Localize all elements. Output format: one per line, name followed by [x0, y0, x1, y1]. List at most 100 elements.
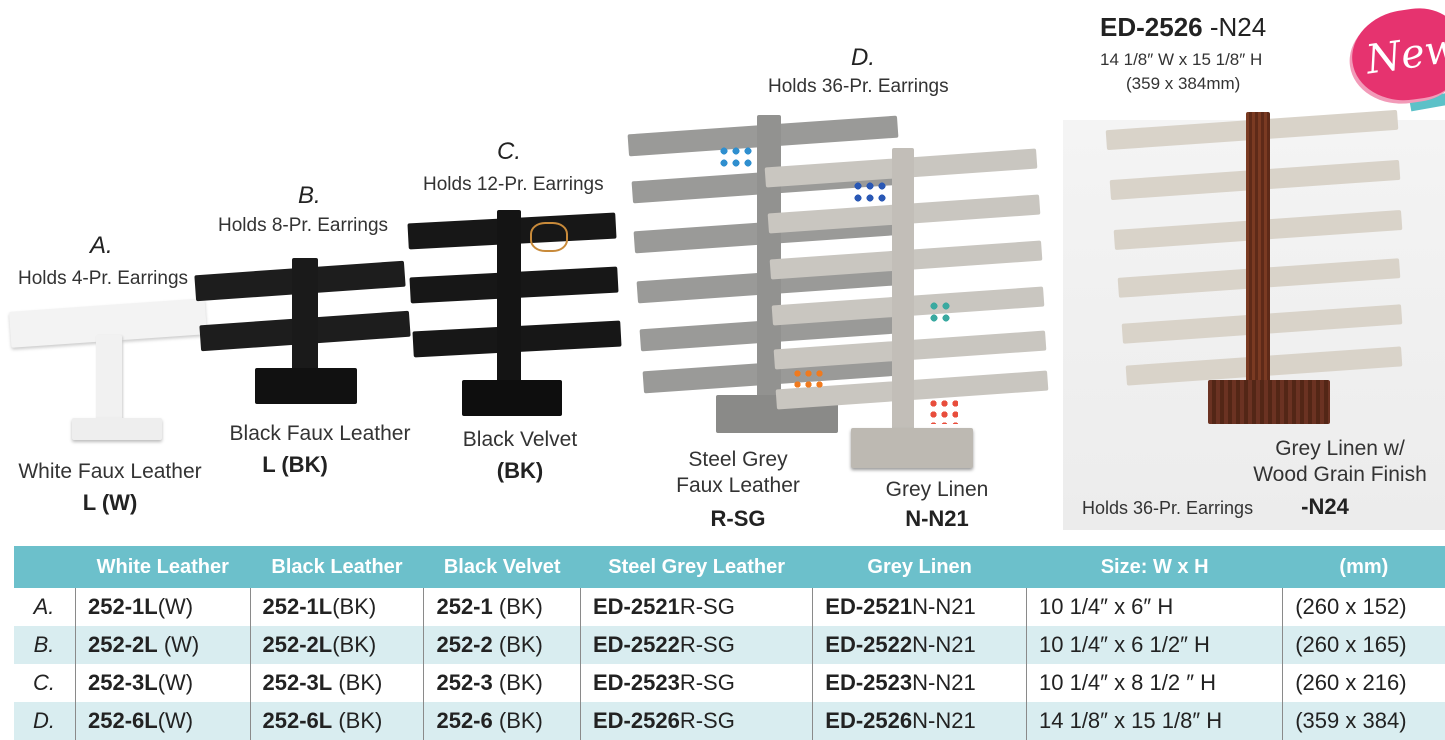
display-b-holds: Holds 8-Pr. Earrings — [218, 215, 389, 236]
cell-white-leather: 252-2L (W) — [75, 626, 251, 664]
display-b-finish: Black Faux Leather — [229, 422, 411, 445]
display-d-finish-gl: Grey Linen — [885, 478, 989, 501]
cell-mm: (359 x 384) — [1282, 702, 1445, 740]
ed-suffix: -N24 — [1202, 12, 1267, 42]
display-a-base — [72, 418, 162, 440]
display-a-holds: Holds 4-Pr. Earrings — [18, 268, 189, 289]
row-label: C. — [14, 664, 76, 702]
cell-code: 252-1L — [262, 594, 333, 619]
table-header: White Leather — [75, 546, 250, 588]
ed-base — [1208, 380, 1330, 424]
table-header: Steel Grey Leather — [580, 546, 813, 588]
cell-grey-linen: ED-2523N-N21 — [812, 664, 1027, 702]
cell-code: ED-2526 — [592, 708, 680, 733]
earring-icon — [792, 368, 824, 390]
cell-black-velvet: 252-1 (BK) — [423, 588, 581, 626]
ed-model: ED-2526 — [1100, 12, 1203, 42]
display-d-letter: D. — [851, 44, 875, 71]
cell-code: 252-6L — [88, 708, 158, 733]
display-c-post — [497, 210, 521, 390]
display-d-finish-sg-1: Steel Grey — [688, 448, 788, 471]
cell-steel-grey: ED-2523R-SG — [580, 664, 814, 702]
table-header: (mm) — [1282, 546, 1445, 588]
cell-code: 252-2L — [262, 632, 333, 657]
cell-code: ED-2522 — [825, 632, 913, 657]
cell-size: 14 1/8″ x 15 1/8″ H — [1026, 702, 1284, 740]
display-c-code: (BK) — [496, 458, 544, 483]
cell-size: 10 1/4″ x 6″ H — [1026, 588, 1284, 626]
cell-size: 10 1/4″ x 6 1/2″ H — [1026, 626, 1284, 664]
display-d-finish-sg-2: Faux Leather — [676, 474, 800, 497]
row-label: A. — [14, 588, 76, 626]
row-label: D. — [14, 702, 76, 740]
spec-table: White Leather Black Leather Black Velvet… — [14, 546, 1445, 740]
cell-suffix: R-SG — [679, 632, 735, 657]
table-header-row: White Leather Black Leather Black Velvet… — [14, 546, 1445, 588]
cell-mm: (260 x 216) — [1282, 664, 1445, 702]
cell-suffix: (W) — [157, 632, 200, 657]
cell-mm: (260 x 152) — [1282, 588, 1445, 626]
cell-black-velvet: 252-2 (BK) — [423, 626, 581, 664]
cell-code: ED-2521 — [825, 594, 913, 619]
cell-suffix: N-N21 — [912, 670, 976, 695]
cell-code: ED-2526 — [825, 708, 913, 733]
product-photo-area: New — [8, 2, 1445, 530]
display-b-post — [292, 258, 318, 378]
cell-code: ED-2523 — [592, 670, 680, 695]
cell-suffix: N-N21 — [912, 632, 976, 657]
display-c-finish: Black Velvet — [462, 428, 578, 451]
display-b-letter: B. — [298, 182, 321, 209]
table-row: A. 252-1L(W) 252-1L(BK) 252-1 (BK) ED-25… — [14, 588, 1445, 626]
cell-suffix: R-SG — [679, 670, 735, 695]
cell-mm: (260 x 165) — [1282, 626, 1445, 664]
row-label: B. — [14, 626, 76, 664]
earring-icon — [718, 145, 754, 171]
cell-steel-grey: ED-2526R-SG — [580, 702, 814, 740]
display-c-base — [462, 380, 562, 416]
cell-code: ED-2523 — [825, 670, 913, 695]
cell-code: 252-6L — [262, 708, 333, 733]
cell-suffix: (W) — [157, 708, 194, 733]
cell-code: 252-2 — [436, 632, 493, 657]
table-header: Size: W x H — [1026, 546, 1283, 588]
cell-suffix: (BK) — [332, 594, 377, 619]
table-header: Black Velvet — [423, 546, 581, 588]
cell-code: 252-3L — [88, 670, 158, 695]
new-badge: New — [1346, 2, 1445, 108]
cell-grey-linen: ED-2526N-N21 — [812, 702, 1027, 740]
table-row: D. 252-6L(W) 252-6L (BK) 252-6 (BK) ED-2… — [14, 702, 1445, 740]
ed-post — [1246, 112, 1270, 392]
earring-icon — [852, 180, 888, 206]
cell-code: 252-6 — [436, 708, 493, 733]
cell-suffix: (BK) — [332, 670, 383, 695]
cell-white-leather: 252-1L(W) — [75, 588, 251, 626]
ed-code: -N24 — [1301, 494, 1349, 519]
display-a-code: L (W) — [82, 490, 138, 515]
display-a-finish: White Faux Leather — [18, 460, 202, 483]
ed-finish-2: Wood Grain Finish — [1253, 463, 1427, 486]
cell-suffix: (W) — [157, 670, 194, 695]
cell-suffix: (BK) — [492, 632, 543, 657]
display-c-holds: Holds 12-Pr. Earrings — [423, 174, 604, 195]
cell-black-leather: 252-1L(BK) — [250, 588, 425, 626]
cell-white-leather: 252-6L(W) — [75, 702, 251, 740]
ed-size-mm: (359 x 384mm) — [1126, 74, 1241, 93]
cell-suffix: N-N21 — [912, 594, 976, 619]
table-header — [14, 546, 76, 588]
cell-grey-linen: ED-2522N-N21 — [812, 626, 1027, 664]
cell-black-velvet: 252-6 (BK) — [423, 702, 581, 740]
earring-icon — [928, 398, 958, 424]
display-c-letter: C. — [497, 138, 521, 165]
display-d-gl-base — [851, 428, 973, 468]
cell-black-leather: 252-3L (BK) — [250, 664, 425, 702]
display-a-letter: A. — [90, 232, 113, 259]
cell-code: 252-1 — [436, 594, 493, 619]
cell-size: 10 1/4″ x 8 1/2 ″ H — [1026, 664, 1284, 702]
display-b-base — [255, 368, 357, 404]
table-row: C. 252-3L(W) 252-3L (BK) 252-3 (BK) ED-2… — [14, 664, 1445, 702]
cell-steel-grey: ED-2522R-SG — [580, 626, 814, 664]
cell-suffix: (BK) — [492, 708, 543, 733]
cell-suffix: (BK) — [332, 708, 383, 733]
cell-suffix: (BK) — [492, 670, 543, 695]
cell-code: 252-2L — [88, 632, 158, 657]
